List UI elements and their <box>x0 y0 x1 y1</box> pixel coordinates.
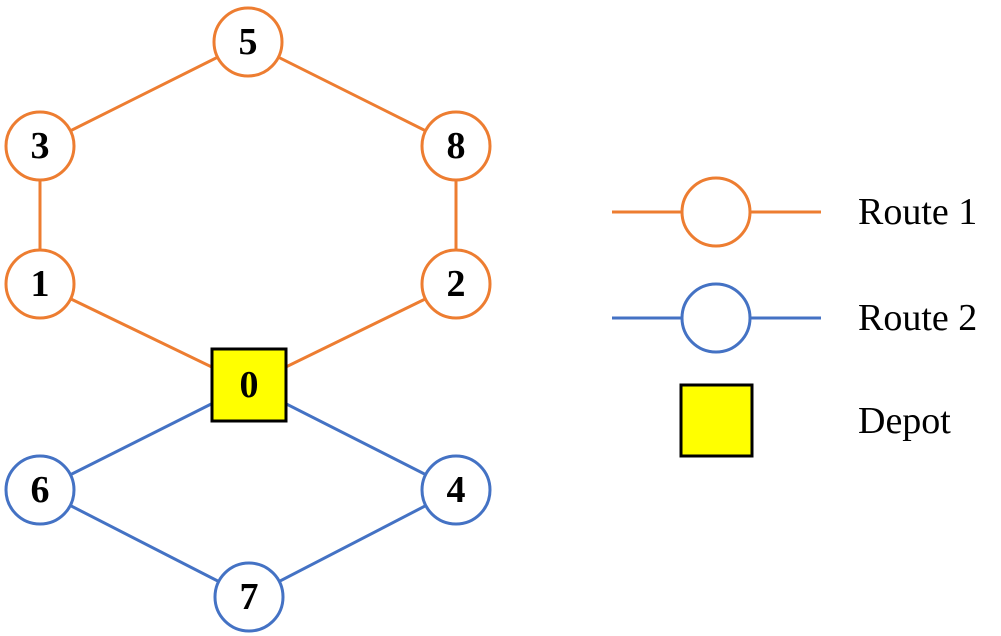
node-6: 6 <box>4 454 76 526</box>
legend-route-2-label: Route 2 <box>858 297 977 339</box>
node-1-circle <box>4 248 76 320</box>
node-4: 4 <box>420 454 492 526</box>
route-edges <box>38 40 458 599</box>
legend: Route 1 Route 2 Depot <box>612 176 977 458</box>
legend-route-1: Route 1 <box>612 176 977 248</box>
legend-depot-label: Depot <box>858 400 951 442</box>
node-5-circle <box>212 6 284 78</box>
node-5-label: 5 <box>239 21 258 63</box>
route2-edge-6-7 <box>39 488 250 599</box>
legend-route-1-circle <box>680 176 752 248</box>
route1-edge-5-8 <box>247 40 457 148</box>
route1-edge-3-5 <box>39 40 249 148</box>
route-nodes: 1 2 3 4 5 6 7 8 <box>4 6 492 633</box>
node-2: 2 <box>420 248 492 320</box>
node-3: 3 <box>4 110 76 182</box>
legend-route-1-label: Route 1 <box>858 191 977 233</box>
node-5: 5 <box>212 6 284 78</box>
node-2-label: 2 <box>447 263 466 305</box>
legend-depot-square <box>679 383 754 458</box>
legend-route-2-circle <box>680 282 752 354</box>
node-6-circle <box>4 454 76 526</box>
depot-node: 0 <box>210 347 288 423</box>
node-4-circle <box>420 454 492 526</box>
node-8-circle <box>420 110 492 182</box>
node-6-label: 6 <box>31 469 50 511</box>
node-7-circle <box>213 561 285 633</box>
node-4-label: 4 <box>447 469 466 511</box>
node-8-label: 8 <box>447 125 466 167</box>
depot-square <box>210 347 288 423</box>
node-1: 1 <box>4 248 76 320</box>
node-3-circle <box>4 110 76 182</box>
node-7: 7 <box>213 561 285 633</box>
node-2-circle <box>420 248 492 320</box>
legend-depot: Depot <box>679 383 951 458</box>
node-1-label: 1 <box>31 263 50 305</box>
node-3-label: 3 <box>31 125 50 167</box>
route2-edge-7-4 <box>248 488 457 599</box>
node-8: 8 <box>420 110 492 182</box>
legend-route-2: Route 2 <box>612 282 977 354</box>
depot-label: 0 <box>240 364 259 406</box>
node-7-label: 7 <box>240 576 259 618</box>
